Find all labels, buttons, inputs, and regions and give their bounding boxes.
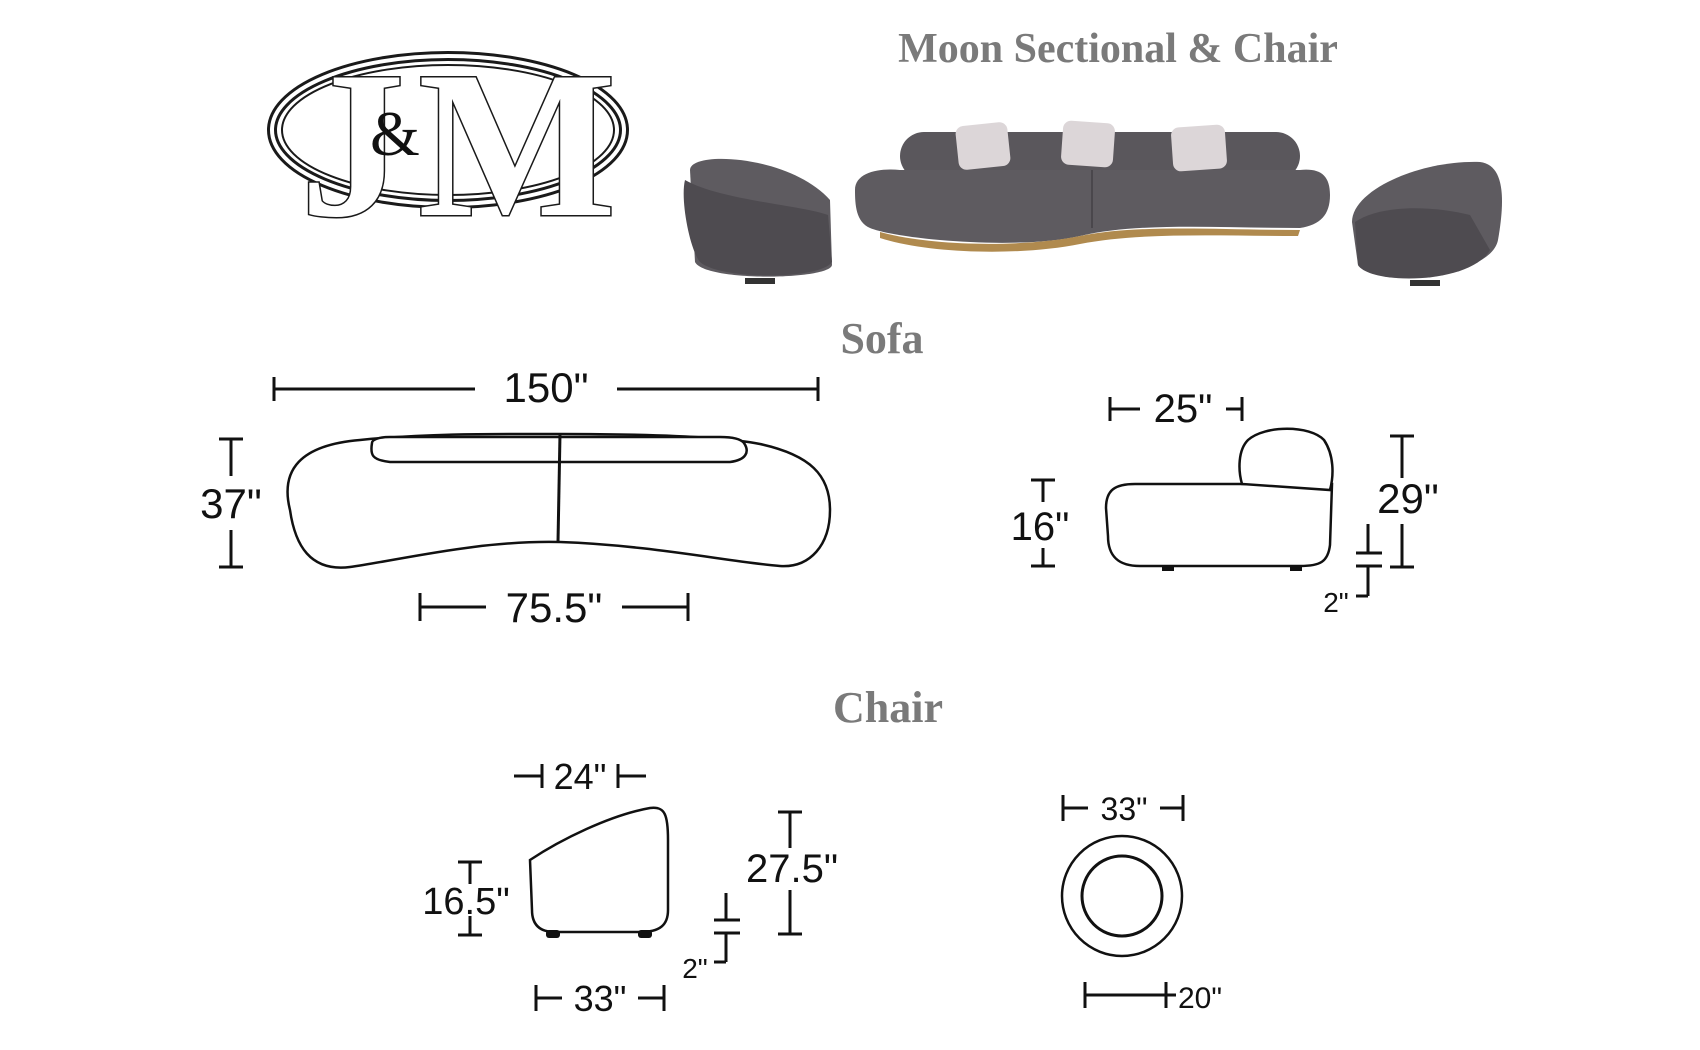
sofa-image	[855, 120, 1330, 252]
page-title: Moon Sectional & Chair	[898, 26, 1338, 72]
chair-total-height-label: 27.5"	[746, 847, 838, 891]
sofa-section-width-label: 75.5"	[506, 584, 603, 631]
sofa-total-height-label: 29"	[1377, 475, 1439, 522]
product-photo	[683, 120, 1503, 286]
sofa-seat-depth-label: 25"	[1154, 387, 1213, 431]
brand-logo: J & M	[267, 28, 629, 263]
sofa-depth-label: 37"	[200, 480, 262, 527]
logo-letter-m: M	[418, 29, 616, 261]
chair-width-label: 33"	[574, 978, 627, 1019]
sofa-seat-height-label: 16"	[1011, 505, 1070, 549]
chair-seat-depth-label: 24"	[554, 756, 607, 797]
section-title-chair: Chair	[833, 683, 943, 732]
pillow-left	[955, 122, 1011, 170]
chair-top-view: 33" 20"	[1060, 791, 1222, 1015]
sofa-leg-height-label: 2"	[1323, 587, 1349, 618]
right-chair-image	[1352, 161, 1503, 286]
left-chair-image	[683, 158, 832, 284]
sofa-overall-width-label: 150"	[504, 364, 589, 411]
chair-leg-height-label: 2"	[682, 953, 708, 984]
pillow-right	[1171, 124, 1227, 172]
chair-seat-height-label: 16.5"	[422, 881, 509, 923]
section-title-sofa: Sofa	[840, 314, 923, 363]
chair-diameter-label: 33"	[1101, 791, 1148, 827]
sofa-top-view: 150" 37" 75.5"	[200, 364, 832, 631]
chair-seat-diameter-label: 20"	[1178, 982, 1222, 1015]
sofa-side-view: 25" 16" 29" 2"	[1011, 387, 1439, 618]
chair-side-view: 24" 16.5" 27.5" 2" 33"	[422, 756, 838, 1019]
logo-ampersand: &	[370, 98, 420, 169]
pillow-center	[1061, 120, 1115, 168]
logo-letter-j: J	[300, 29, 405, 261]
